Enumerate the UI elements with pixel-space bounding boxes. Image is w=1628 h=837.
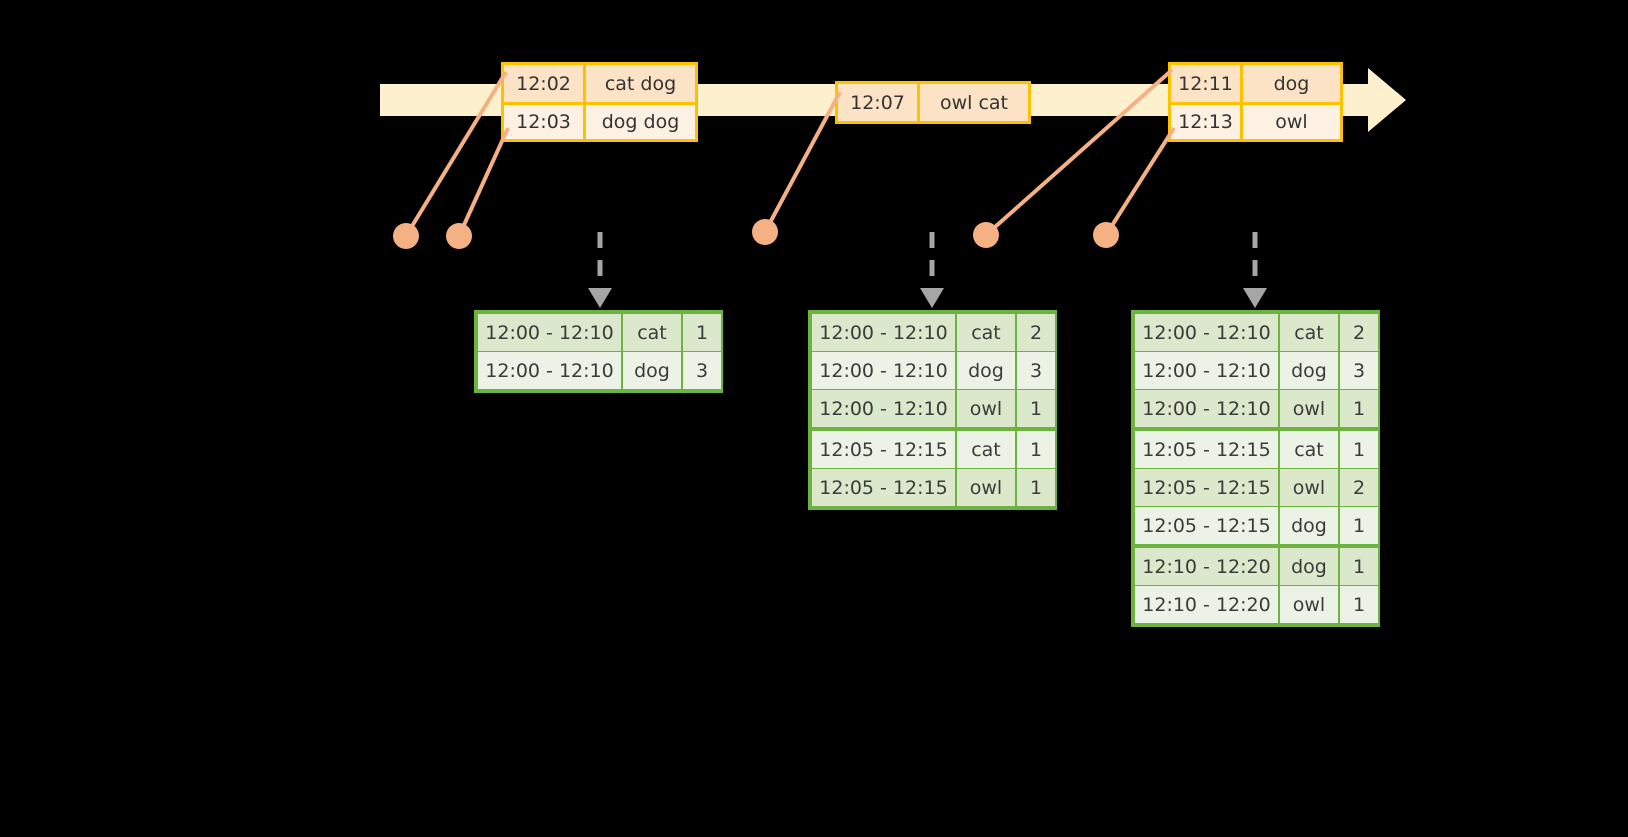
key-cell: cat <box>1280 431 1338 468</box>
emit-arrow-heads <box>588 288 1267 308</box>
table-row: 12:10 - 12:20 owl 1 <box>1135 586 1378 623</box>
event-words: owl <box>1275 111 1308 133</box>
count-cell: 1 <box>1340 390 1378 427</box>
window-cell: 12:00 - 12:10 <box>478 314 621 351</box>
result-table-2: 12:00 - 12:10 cat 2 12:00 - 12:10 dog 3 … <box>808 310 1057 510</box>
count-cell: 3 <box>683 352 721 389</box>
count-cell: 2 <box>1017 314 1055 351</box>
window-cell: 12:05 - 12:15 <box>812 431 955 468</box>
table-row: 12:05 - 12:15 owl 1 <box>812 469 1055 506</box>
event-row: 12:07 owl cat <box>838 84 1028 121</box>
table-row: 12:00 - 12:10 dog 3 <box>478 352 721 389</box>
count-cell: 1 <box>1340 586 1378 623</box>
result-table-1: 12:00 - 12:10 cat 1 12:00 - 12:10 dog 3 <box>474 310 723 393</box>
event-row: 12:11 dog <box>1171 65 1340 102</box>
connector-dots <box>393 219 1119 249</box>
key-cell: cat <box>957 314 1015 351</box>
event-time: 12:07 <box>838 84 920 121</box>
event-row: 12:02 cat dog <box>504 65 695 102</box>
table-row: 12:00 - 12:10 cat 2 <box>1135 314 1378 351</box>
table-row: 12:10 - 12:20 dog 1 <box>1135 548 1378 585</box>
event-dot-5 <box>1093 222 1119 248</box>
key-cell: dog <box>957 352 1015 389</box>
count-cell: 1 <box>1017 469 1055 506</box>
count-cell: 3 <box>1340 352 1378 389</box>
event-time: 12:11 <box>1171 65 1243 102</box>
key-cell: dog <box>1280 352 1338 389</box>
key-cell: cat <box>623 314 681 351</box>
table-row: 12:00 - 12:10 cat 2 <box>812 314 1055 351</box>
event-group-1: 12:02 cat dog 12:03 dog dog <box>501 62 698 142</box>
table-row: 12:05 - 12:15 cat 1 <box>812 431 1055 468</box>
timeline-arrowhead-icon <box>1368 68 1406 132</box>
arrow-down-icon <box>1243 288 1267 308</box>
event-words: dog <box>1273 72 1310 95</box>
window-cell: 12:05 - 12:15 <box>1135 469 1278 506</box>
event-words: dog dog <box>601 111 680 133</box>
window-cell: 12:10 - 12:20 <box>1135 586 1278 623</box>
event-row: 12:13 owl <box>1171 102 1340 139</box>
event-dot-1 <box>393 223 419 249</box>
event-dot-4 <box>973 222 999 248</box>
event-time: 12:13 <box>1171 105 1243 139</box>
event-dot-2 <box>446 223 472 249</box>
count-cell: 3 <box>1017 352 1055 389</box>
event-group-2: 12:07 owl cat <box>835 81 1031 124</box>
key-cell: dog <box>623 352 681 389</box>
window-cell: 12:00 - 12:10 <box>478 352 621 389</box>
event-row: 12:03 dog dog <box>504 102 695 139</box>
window-cell: 12:05 - 12:15 <box>812 469 955 506</box>
window-cell: 12:00 - 12:10 <box>812 352 955 389</box>
event-words: cat dog <box>604 72 677 95</box>
window-cell: 12:00 - 12:10 <box>1135 390 1278 427</box>
key-cell: cat <box>1280 314 1338 351</box>
count-cell: 1 <box>1017 390 1055 427</box>
count-cell: 1 <box>1340 548 1378 585</box>
table-row: 12:00 - 12:10 owl 1 <box>1135 390 1378 427</box>
table-row: 12:00 - 12:10 cat 1 <box>478 314 721 351</box>
window-cell: 12:05 - 12:15 <box>1135 507 1278 544</box>
count-cell: 1 <box>1340 431 1378 468</box>
table-row: 12:05 - 12:15 dog 1 <box>1135 507 1378 544</box>
event-group-3: 12:11 dog 12:13 owl <box>1168 62 1343 142</box>
key-cell: dog <box>1280 548 1338 585</box>
window-cell: 12:05 - 12:15 <box>1135 431 1278 468</box>
key-cell: owl <box>957 469 1015 506</box>
table-row: 12:05 - 12:15 cat 1 <box>1135 431 1378 468</box>
key-cell: cat <box>957 431 1015 468</box>
event-time: 12:02 <box>504 65 586 102</box>
window-cell: 12:00 - 12:10 <box>1135 314 1278 351</box>
count-cell: 2 <box>1340 314 1378 351</box>
arrow-down-icon <box>920 288 944 308</box>
event-time: 12:03 <box>504 105 586 139</box>
result-table-3: 12:00 - 12:10 cat 2 12:00 - 12:10 dog 3 … <box>1131 310 1380 627</box>
window-cell: 12:00 - 12:10 <box>812 390 955 427</box>
emit-arrow-lines <box>597 232 1258 292</box>
event-dot-3 <box>752 219 778 245</box>
key-cell: dog <box>1280 507 1338 544</box>
window-cell: 12:00 - 12:10 <box>1135 352 1278 389</box>
window-cell: 12:00 - 12:10 <box>812 314 955 351</box>
count-cell: 1 <box>683 314 721 351</box>
key-cell: owl <box>1280 586 1338 623</box>
key-cell: owl <box>1280 469 1338 506</box>
count-cell: 1 <box>1340 507 1378 544</box>
table-row: 12:00 - 12:10 dog 3 <box>812 352 1055 389</box>
key-cell: owl <box>1280 390 1338 427</box>
table-row: 12:05 - 12:15 owl 2 <box>1135 469 1378 506</box>
arrow-down-icon <box>588 288 612 308</box>
table-row: 12:00 - 12:10 dog 3 <box>1135 352 1378 389</box>
event-words: owl cat <box>939 91 1009 114</box>
table-row: 12:00 - 12:10 owl 1 <box>812 390 1055 427</box>
count-cell: 2 <box>1340 469 1378 506</box>
key-cell: owl <box>957 390 1015 427</box>
window-cell: 12:10 - 12:20 <box>1135 548 1278 585</box>
count-cell: 1 <box>1017 431 1055 468</box>
